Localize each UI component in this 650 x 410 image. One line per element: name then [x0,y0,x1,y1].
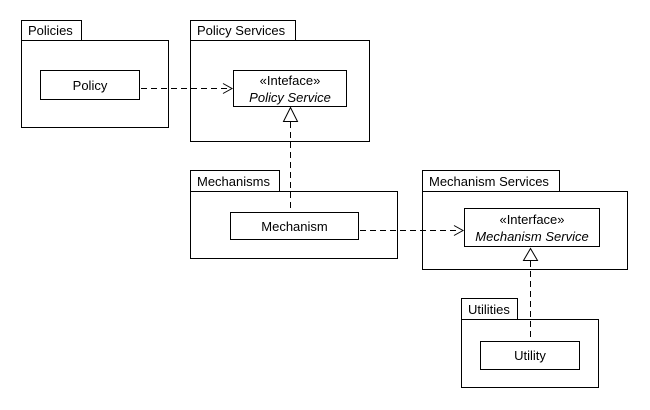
package-label-utilities: Utilities [468,301,510,317]
interface-name-mechanism-service: Mechanism Service [475,229,589,244]
class-mechanism: Mechanism [230,212,359,240]
interface-policy-service: «Inteface» Policy Service [233,70,347,107]
package-tab-mechanism-services: Mechanism Services [422,170,560,192]
package-tab-policy-services: Policy Services [190,20,296,41]
class-label-mechanism: Mechanism [261,218,328,234]
class-utility: Utility [480,341,580,370]
class-label-utility: Utility [514,348,546,363]
interface-stereotype-mechanism-service: «Interface» [499,212,565,227]
package-label-mechanism-services: Mechanism Services [429,173,549,189]
package-tab-policies: Policies [21,20,82,41]
class-policy: Policy [40,70,140,100]
interface-name-policy-service: Policy Service [249,90,331,105]
package-label-policies: Policies [28,23,73,38]
package-tab-utilities: Utilities [461,298,518,320]
interface-mechanism-service: «Interface» Mechanism Service [464,208,600,247]
package-label-mechanisms: Mechanisms [197,173,270,189]
interface-stereotype-policy-service: «Inteface» [259,73,321,88]
package-label-policy-services: Policy Services [197,23,286,38]
package-tab-mechanisms: Mechanisms [190,170,280,192]
class-label-policy: Policy [72,77,108,93]
